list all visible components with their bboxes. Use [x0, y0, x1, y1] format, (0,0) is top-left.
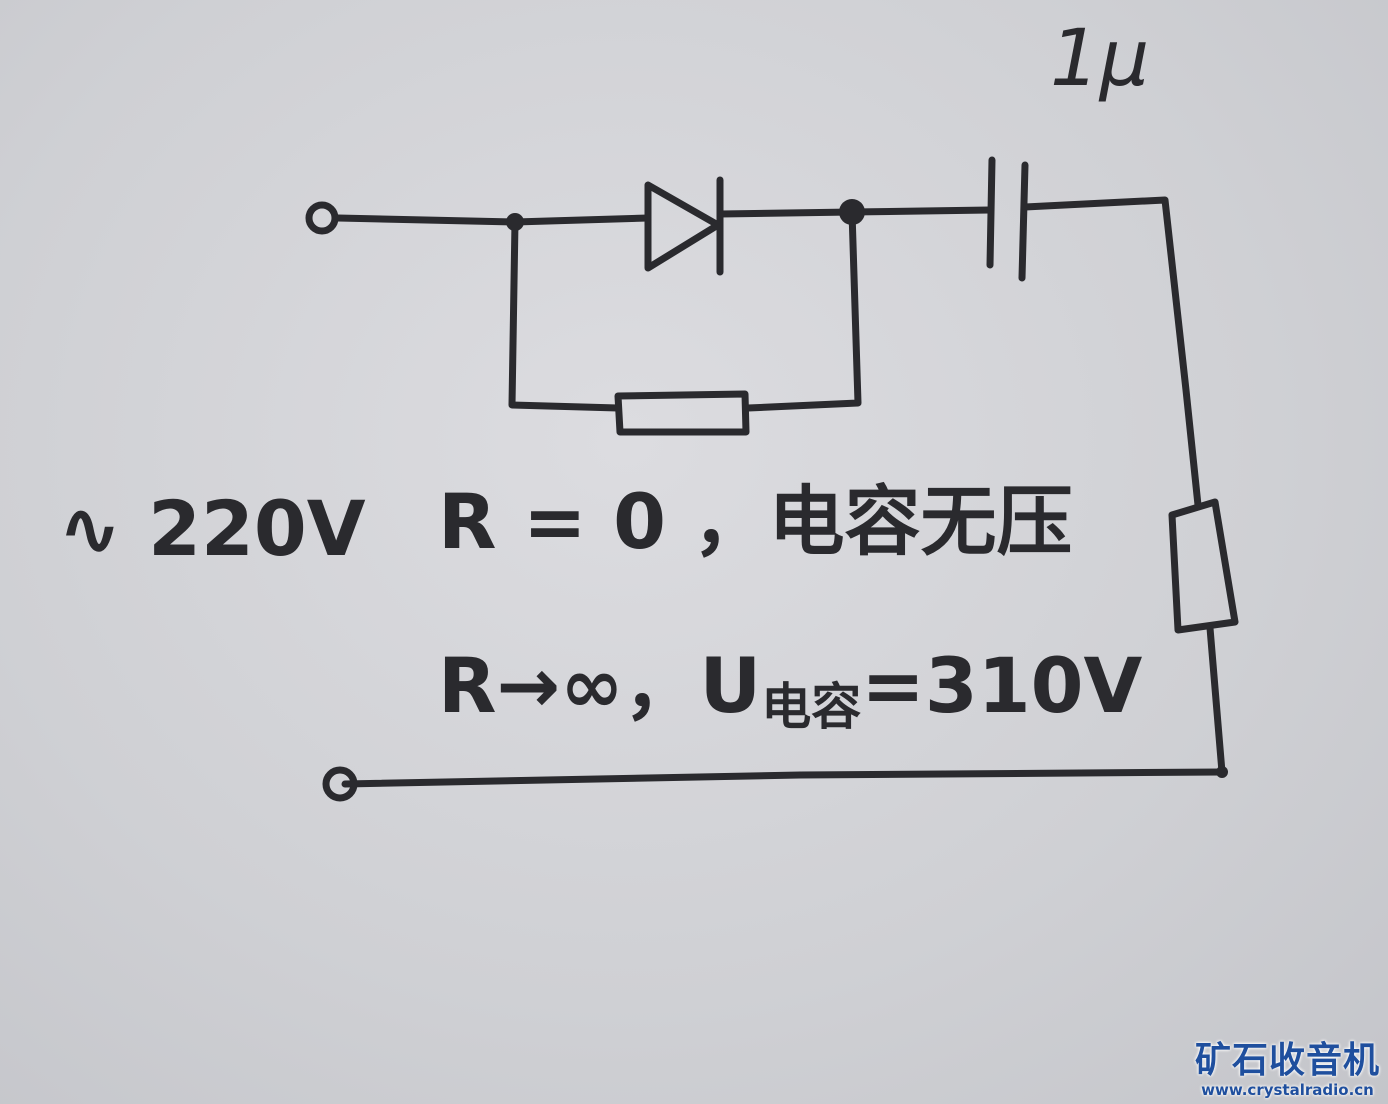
terminal-bottom	[322, 766, 358, 802]
watermark-url: www.crystalradio.cn	[1201, 1081, 1374, 1099]
diode-symbol	[644, 181, 722, 272]
junction-left	[506, 213, 524, 231]
capacitor-value-label: 1μ	[1050, 14, 1149, 104]
watermark-title: 矿石收音机	[1194, 1040, 1380, 1081]
capacitor-plate-left	[986, 156, 996, 269]
junction-bottom-right	[1216, 766, 1228, 778]
wire-capacitor-right	[1021, 196, 1202, 509]
junction-right	[839, 199, 865, 225]
parallel-resistor	[614, 390, 750, 436]
condition-inf-label: R→∞，U电容=310V	[438, 641, 1143, 736]
wire-return-bottom	[341, 768, 1226, 788]
condition-inf-prefix: R→∞，U	[438, 641, 761, 730]
condition-zero-label: R = 0 ，电容无压	[438, 477, 1072, 566]
load-resistor	[1168, 498, 1239, 634]
wire-parallel-right	[744, 208, 862, 412]
source-label: ∿ 220V	[58, 484, 366, 573]
wire-input-top	[334, 214, 652, 226]
condition-inf-suffix: =310V	[861, 641, 1142, 730]
watermark-logo: 矿石收音机 www.crystalradio.cn	[1195, 1043, 1380, 1098]
capacitor-plate-right	[1018, 161, 1029, 282]
wire-resistor-bottom	[1206, 624, 1226, 776]
terminal-top	[305, 201, 339, 235]
condition-inf-subscript: 电容	[761, 678, 861, 736]
wire-parallel-left	[508, 218, 622, 412]
